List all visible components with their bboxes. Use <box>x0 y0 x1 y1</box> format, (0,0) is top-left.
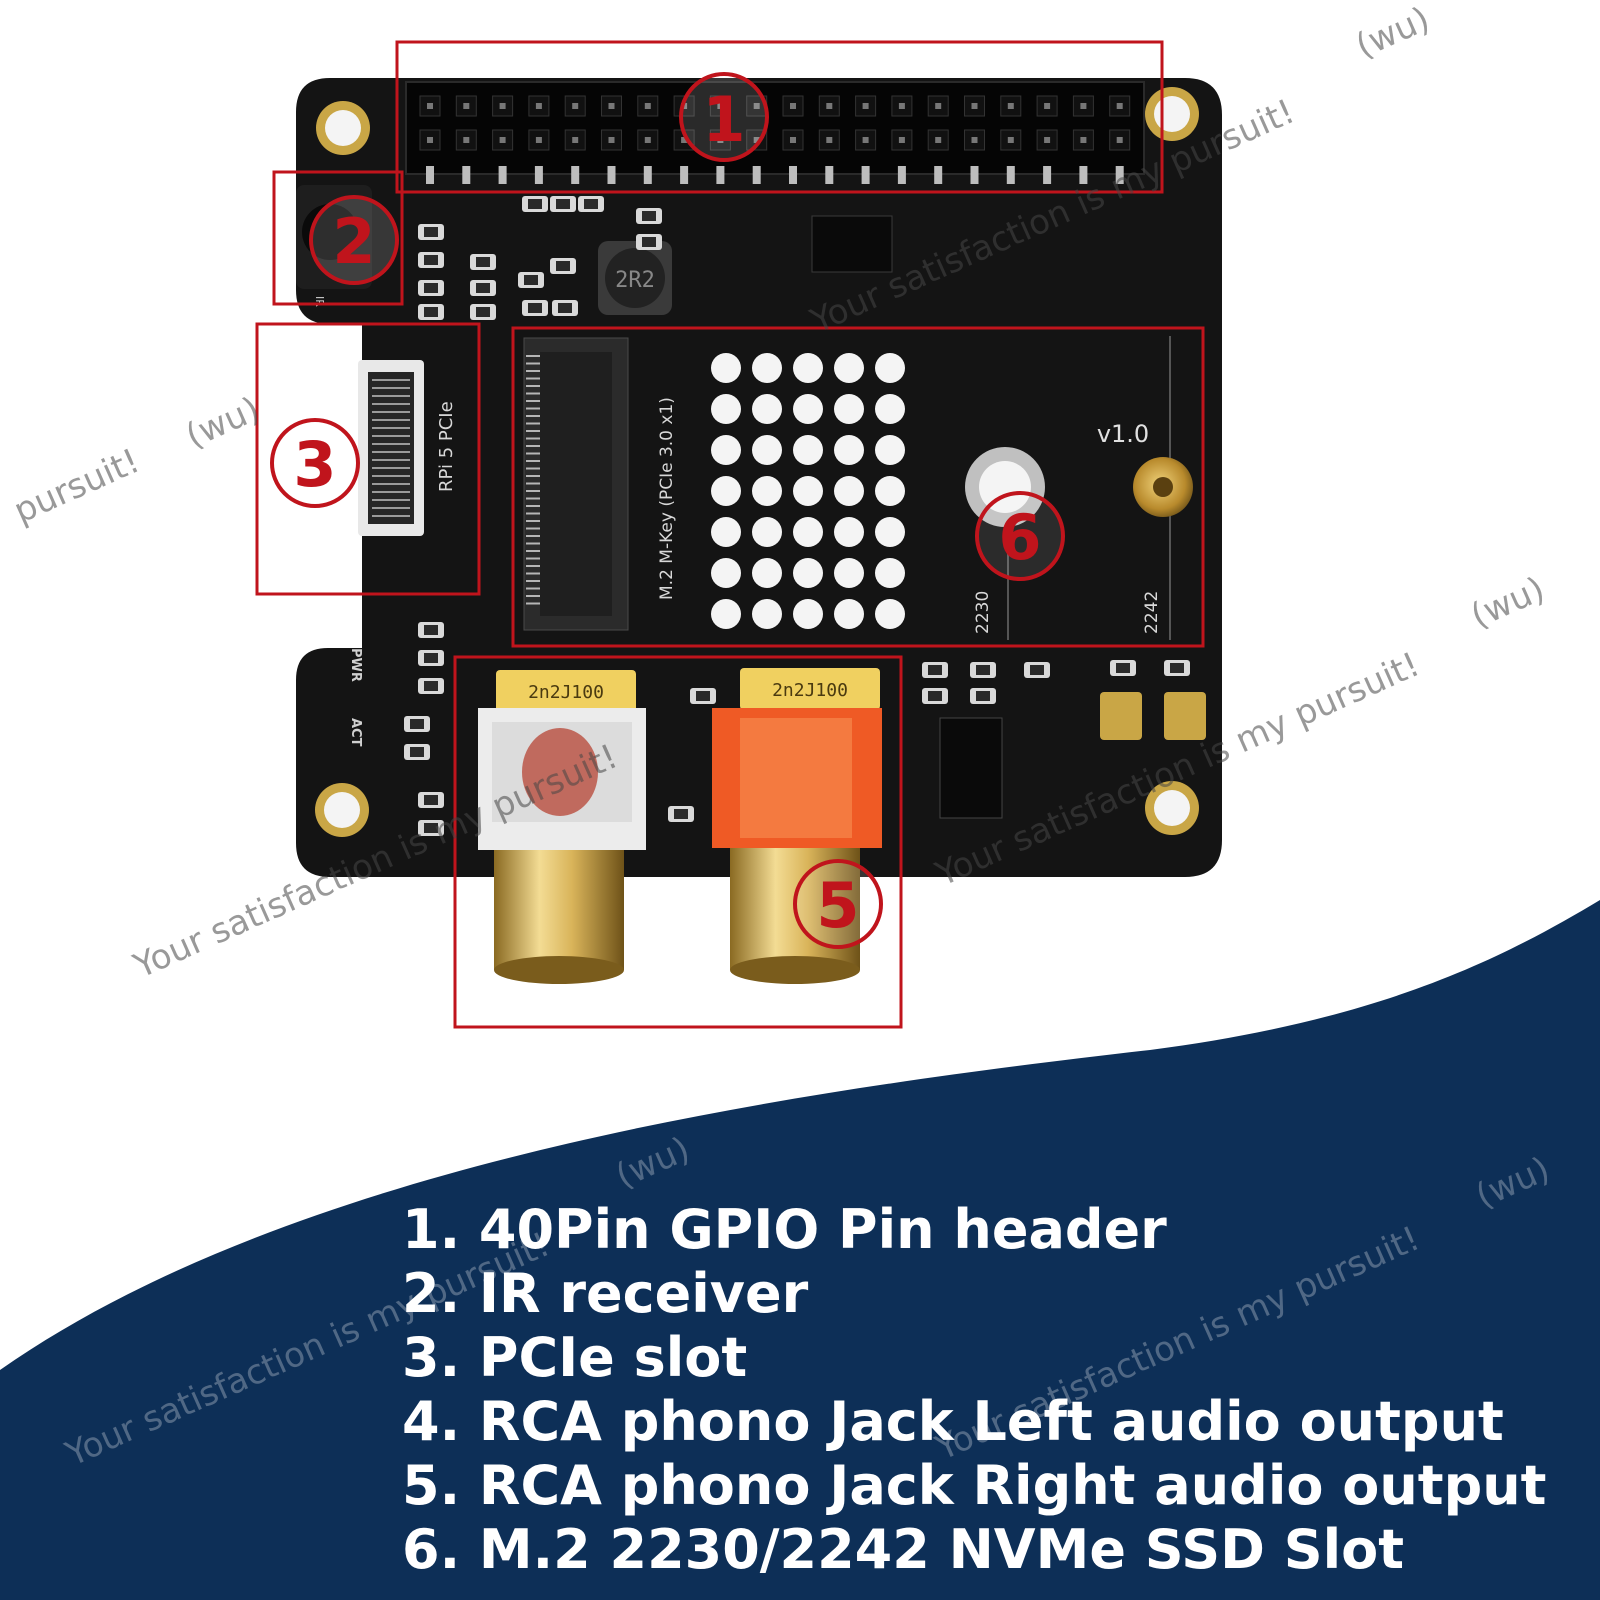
callout-1-number: 1 <box>702 83 745 156</box>
act-label: ACT <box>348 718 363 747</box>
audio-ic <box>939 717 1003 819</box>
top-ic <box>811 215 893 273</box>
inductor: 2R2 <box>598 241 672 315</box>
callout-boxes <box>255 40 1205 1029</box>
film-capacitor-left: 2n2J100 <box>496 670 636 712</box>
smd-components <box>404 196 1190 836</box>
legend-item: 5. RCA phono Jack Right audio output <box>402 1454 1547 1517</box>
callout-6: 6 <box>975 491 1065 581</box>
callout-box-1 <box>395 40 1164 194</box>
ir-label: IR <box>313 296 326 307</box>
callout-3: 3 <box>270 418 360 508</box>
callout-2-number: 2 <box>332 205 375 278</box>
cap-left-label: 2n2J100 <box>528 682 604 703</box>
callout-box-5 <box>453 655 903 1029</box>
callout-2: 2 <box>309 195 399 285</box>
legend-item: 4. RCA phono Jack Left audio output <box>402 1390 1504 1453</box>
pwr-label: PWR <box>348 648 363 682</box>
rca-jack-left <box>478 708 646 984</box>
legend-item: 1. 40Pin GPIO Pin header <box>402 1198 1167 1261</box>
m2-slot: M.2 M-Key (PCIe 3.0 x1) v1.0 2230 2242 <box>523 336 1193 640</box>
callout-box-2 <box>272 170 404 306</box>
callout-1: 1 <box>679 72 769 162</box>
callout-6-number: 6 <box>998 501 1041 574</box>
inductor-label: 2R2 <box>615 268 655 293</box>
feature-legend: 1. 40Pin GPIO Pin header 2. IR receiver … <box>402 1198 1547 1582</box>
m2-label: M.2 M-Key (PCIe 3.0 x1) <box>657 397 677 600</box>
film-capacitor-right: 2n2J100 <box>740 668 880 710</box>
pcie-fpc-connector: RPi 5 PCIe <box>358 360 457 536</box>
mounting-holes <box>315 87 1199 837</box>
size-2230-label: 2230 <box>973 591 993 634</box>
callout-5-number: 5 <box>816 869 859 942</box>
version-label: v1.0 <box>1097 420 1149 448</box>
rca-jack-right <box>712 708 882 984</box>
m2-vent-dot-grid <box>711 353 905 629</box>
callout-box-3 <box>255 322 481 596</box>
legend-item: 3. PCIe slot <box>402 1326 748 1389</box>
callout-3-number: 3 <box>293 428 336 501</box>
gpio-header <box>405 81 1145 184</box>
cap-right-label: 2n2J100 <box>772 680 848 701</box>
callout-5: 5 <box>793 859 883 949</box>
size-2242-label: 2242 <box>1142 591 1162 634</box>
legend-item: 6. M.2 2230/2242 NVMe SSD Slot <box>402 1518 1405 1581</box>
legend-item: 2. IR receiver <box>402 1262 809 1325</box>
callout-box-6 <box>511 326 1205 648</box>
banner-wave <box>0 900 1600 1600</box>
pcie-connector-label: RPi 5 PCIe <box>436 401 457 492</box>
